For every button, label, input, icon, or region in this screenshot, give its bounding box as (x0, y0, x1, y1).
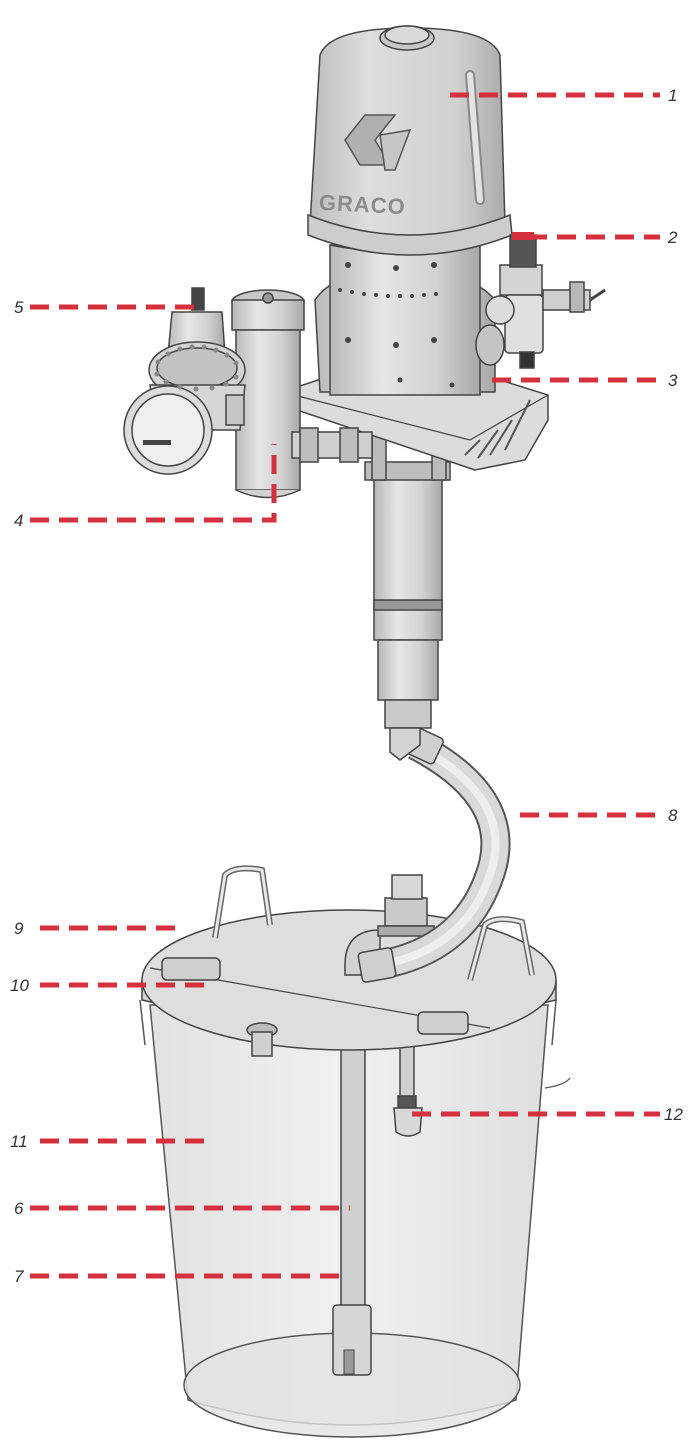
callout-7: 7 (14, 1267, 24, 1286)
callout-11: 11 (10, 1132, 28, 1151)
air-regulator (485, 232, 606, 369)
leader-lines (30, 92, 660, 1279)
callout-12: 12 (664, 1105, 683, 1124)
fluid-filter (231, 289, 373, 499)
motor-dots (338, 262, 455, 388)
leader-4 (30, 444, 277, 523)
callout-1: 1 (668, 86, 678, 105)
pressure-regulator (123, 287, 246, 475)
regulator-bolts (154, 344, 239, 392)
callout-6: 6 (14, 1199, 24, 1218)
callout-8: 8 (668, 806, 678, 825)
callout-3: 3 (668, 371, 678, 390)
graco-logo: GRACO (318, 190, 406, 220)
callout-10: 10 (10, 976, 29, 995)
callout-2: 2 (668, 228, 678, 247)
pump-lower (364, 461, 451, 761)
callout-5: 5 (14, 298, 24, 317)
callout-4: 4 (14, 511, 24, 530)
air-motor-body (314, 244, 505, 396)
pump-cover (307, 25, 513, 256)
bracket (281, 379, 549, 481)
hose (377, 731, 511, 980)
callout-9: 9 (14, 919, 24, 938)
